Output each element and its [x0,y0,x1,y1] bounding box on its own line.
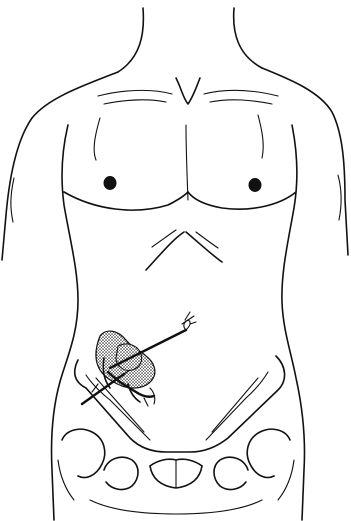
torso-outline [51,125,304,520]
appendix-loop [116,344,142,370]
left-femoral-head [62,429,105,477]
instrument-spark-3 [190,322,196,324]
sternal-notch [176,78,200,104]
neck-right-contour [234,8,262,68]
neck-left-contour [118,8,143,72]
right-inguinal-inner [212,378,258,432]
right-nipple [249,179,261,192]
chest [64,115,296,210]
left-costal-inner [152,230,176,247]
sternum-line [186,125,188,200]
appendix-region [82,312,196,406]
left-femur-neck [58,460,74,500]
left-shoulder-arm-outline [2,72,118,260]
right-obturator [214,457,248,489]
clamp-mark-2 [144,398,148,406]
left-pectoral-lower [64,192,188,210]
pelvis [58,356,294,514]
right-shoulder-arm-outline [262,68,348,255]
right-femur-neck [278,460,294,500]
right-costal-inner [196,232,218,248]
right-pectoral-upper-edge [258,115,263,158]
left-flank-contour [51,125,78,520]
lower-pelvic-curve [90,500,262,514]
right-flank-contour [282,125,305,520]
costal-margin [146,230,222,270]
left-upper-arm-detail [11,178,14,222]
neck [118,8,262,72]
right-pectoral-lower [188,192,296,209]
left-clavicle [98,90,172,96]
right-femoral-head [247,429,290,477]
left-nipple [104,177,116,190]
left-obturator [104,457,138,489]
left-clavicle-lower [104,100,166,104]
right-upper-arm-detail [338,175,341,220]
right-clavicle [204,90,278,96]
clavicles [98,78,278,104]
left-pectoral-upper-edge [94,118,100,160]
right-clavicle-lower [210,100,272,104]
